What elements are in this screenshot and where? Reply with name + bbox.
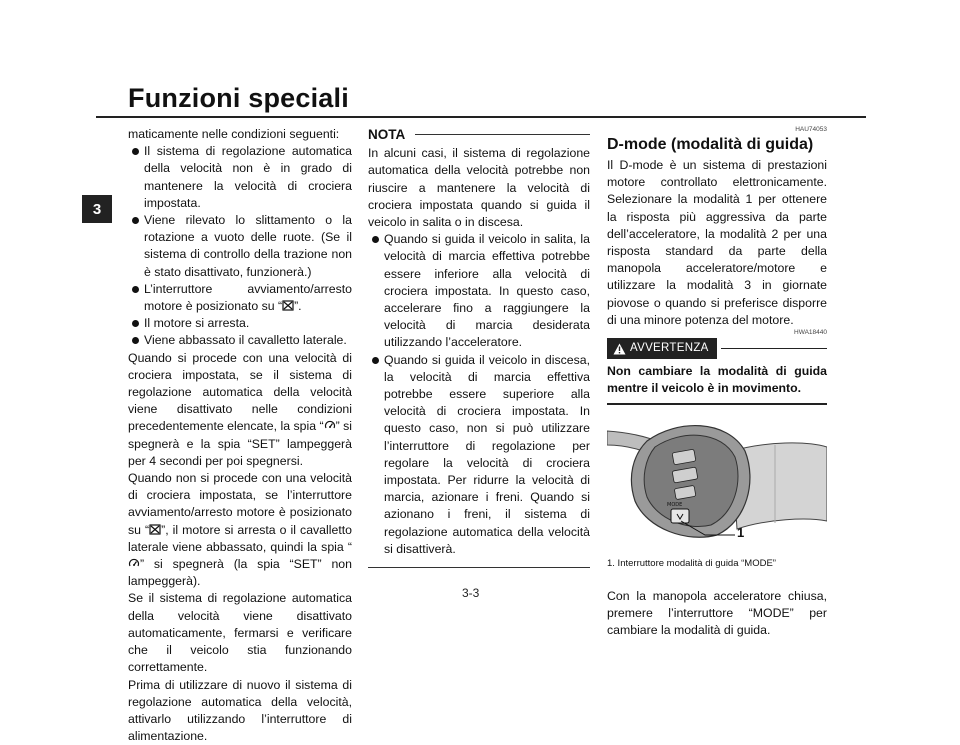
paragraph: Quando si procede con una velocità di cr…	[128, 350, 352, 470]
section-code: HAU74053	[607, 126, 827, 134]
nota-header: NOTA	[368, 126, 590, 143]
figure-callout: 1	[737, 524, 744, 541]
conditions-list: Il sistema di regolazione automatica del…	[128, 143, 352, 349]
mode-switch-label: MODE	[667, 502, 682, 508]
engine-stop-icon	[282, 300, 294, 311]
paragraph-text: ” si spegnerà (la spia “SET” non lampegg…	[128, 557, 352, 588]
column-left: maticamente nelle condizioni seguenti: I…	[128, 126, 352, 745]
list-item: Viene abbassato il cavalletto laterale.	[144, 332, 352, 349]
section-text: Il D-mode è un sistema di prestazioni mo…	[607, 157, 827, 329]
intro-text: maticamente nelle condizioni seguenti:	[128, 126, 352, 143]
column-right: HAU74053 D-mode (modalità di guida) Il D…	[607, 126, 827, 639]
warning-header: AVVERTENZA	[607, 338, 827, 359]
list-item-text: ”.	[294, 299, 302, 313]
paragraph: Se il sistema di regolazione automatica …	[128, 590, 352, 676]
paragraph-text: ”, il motore si arresta o il cavalletto …	[128, 523, 352, 554]
paragraph-text: Quando si procede con una velocità di cr…	[128, 351, 352, 434]
nota-list: Quando si guida il veicolo in salita, la…	[368, 231, 590, 558]
list-item: Il sistema di regolazione automatica del…	[144, 143, 352, 212]
cruise-control-icon	[324, 420, 336, 431]
section-title: D-mode (modalità di guida)	[607, 135, 827, 155]
divider	[368, 567, 590, 568]
column-middle: NOTA In alcuni casi, il sistema di regol…	[368, 126, 590, 568]
warning-label: AVVERTENZA	[630, 340, 709, 357]
warning-badge: AVVERTENZA	[607, 338, 717, 359]
handlebar-illustration: MODE	[607, 411, 827, 551]
divider	[721, 348, 827, 349]
nota-title: NOTA	[368, 126, 405, 143]
figure-caption: 1. Interruttore modalità di guida “MODE”	[607, 555, 827, 572]
warning-triangle-icon	[613, 343, 626, 355]
list-item: Il motore si arresta.	[144, 315, 352, 332]
nota-text: In alcuni casi, il sistema di regolazion…	[368, 145, 590, 231]
page-number: 3-3	[462, 586, 479, 600]
warning-code: HWA18440	[607, 329, 827, 337]
paragraph: Quando non si procede con una velocità d…	[128, 470, 352, 590]
title-rule	[96, 116, 866, 118]
page-title: Funzioni speciali	[128, 83, 349, 114]
list-item-text: L’interruttore avviamento/arresto motore…	[144, 282, 352, 313]
warning-text: Non cambiare la modalità di guida mentre…	[607, 363, 827, 397]
cruise-control-icon	[128, 558, 140, 569]
engine-stop-icon	[149, 524, 161, 535]
list-item: Viene rilevato lo slittamento o la rotaz…	[144, 212, 352, 281]
mode-switch-figure: MODE 1	[607, 411, 827, 551]
divider	[415, 134, 590, 135]
section-text: Con la manopola acceleratore chiusa, pre…	[607, 588, 827, 640]
list-item: Quando si guida il veicolo in discesa, l…	[384, 352, 590, 558]
list-item: Quando si guida il veicolo in salita, la…	[384, 231, 590, 351]
list-item: L’interruttore avviamento/arresto motore…	[144, 281, 352, 315]
divider	[607, 403, 827, 405]
paragraph: Prima di utilizzare di nuovo il sistema …	[128, 677, 352, 745]
chapter-tab: 3	[82, 195, 112, 223]
